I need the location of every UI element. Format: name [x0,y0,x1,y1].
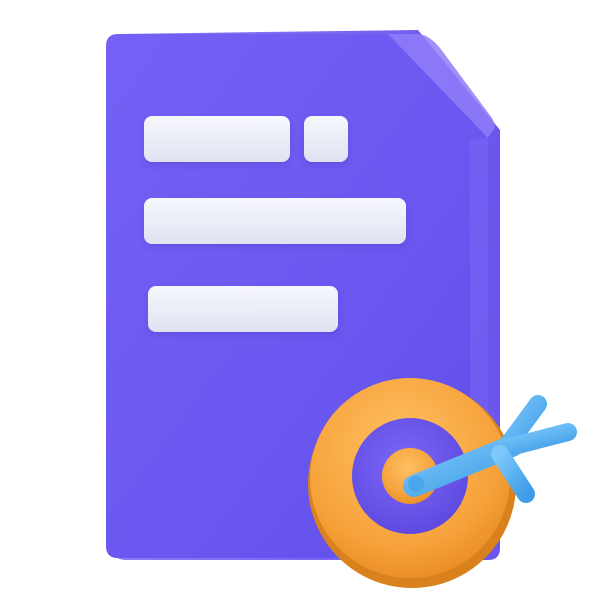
arrow-tip [408,476,424,492]
text-bar-1 [144,116,290,162]
arrow-fletch-right [497,423,577,457]
arrow-icon [403,395,577,503]
document-fold [388,34,495,138]
text-bar-4 [148,286,338,332]
text-bar-3 [144,198,406,244]
arrow-fletch-bottom [491,445,535,503]
text-bar-2 [304,116,348,162]
